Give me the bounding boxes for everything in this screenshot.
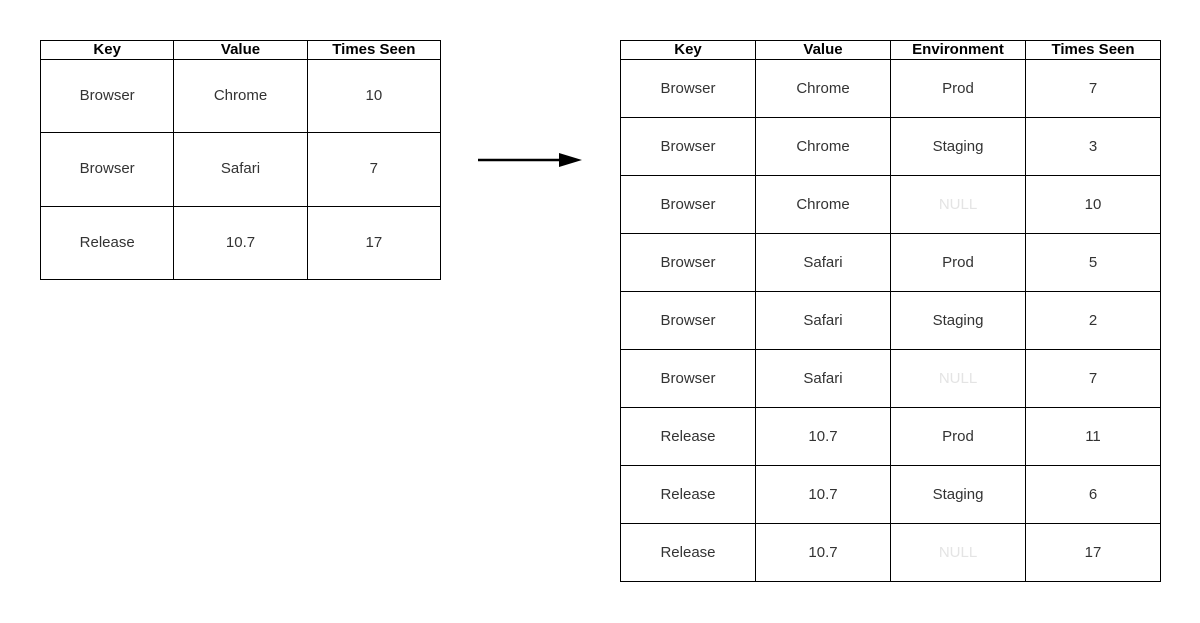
table-cell: Safari bbox=[755, 233, 891, 292]
null-cell: NULL bbox=[890, 523, 1026, 582]
table-cell: 7 bbox=[1025, 349, 1161, 408]
table-cell: Release bbox=[620, 523, 756, 582]
table-cell: Safari bbox=[755, 291, 891, 350]
table-cell: 10.7 bbox=[755, 523, 891, 582]
table-cell: Safari bbox=[173, 132, 308, 207]
table-cell: Chrome bbox=[755, 117, 891, 176]
column-header: Key bbox=[39, 40, 175, 60]
column-header: Times Seen bbox=[1025, 40, 1161, 60]
table-cell: Release bbox=[620, 407, 756, 466]
right-arrow-icon bbox=[478, 153, 582, 167]
table-cell: Browser bbox=[620, 233, 756, 292]
column-header: Value bbox=[755, 40, 891, 60]
null-cell: NULL bbox=[890, 349, 1026, 408]
table-cell: Browser bbox=[620, 291, 756, 350]
table-cell: 7 bbox=[1025, 59, 1161, 118]
table-cell: 6 bbox=[1025, 465, 1161, 524]
table-cell: 5 bbox=[1025, 233, 1161, 292]
table-cell: Release bbox=[620, 465, 756, 524]
table-cell: Staging bbox=[890, 291, 1026, 350]
table-cell: 17 bbox=[1025, 523, 1161, 582]
table-cell: Chrome bbox=[755, 59, 891, 118]
table-cell: 17 bbox=[306, 205, 442, 281]
table-cell: 10 bbox=[306, 58, 442, 134]
table-cell: Release bbox=[39, 205, 175, 281]
column-header: Key bbox=[620, 40, 756, 60]
table-cell: Prod bbox=[890, 407, 1026, 466]
table-cell: Chrome bbox=[755, 175, 891, 234]
column-header: Value bbox=[173, 40, 308, 60]
table-cell: 10.7 bbox=[173, 205, 308, 281]
table-cell: 7 bbox=[306, 132, 442, 207]
null-cell: NULL bbox=[890, 175, 1026, 234]
table-cell: Chrome bbox=[173, 58, 308, 134]
table-cell: 3 bbox=[1025, 117, 1161, 176]
table-cell: Browser bbox=[39, 132, 175, 207]
table-cell: Browser bbox=[620, 117, 756, 176]
table-cell: Browser bbox=[620, 175, 756, 234]
table-cell: Browser bbox=[620, 59, 756, 118]
table-cell: Staging bbox=[890, 117, 1026, 176]
table-cell: 10.7 bbox=[755, 465, 891, 524]
table-cell: Staging bbox=[890, 465, 1026, 524]
table-cell: 11 bbox=[1025, 407, 1161, 466]
table-cell: Prod bbox=[890, 59, 1026, 118]
table-cell: 2 bbox=[1025, 291, 1161, 350]
table-cell: 10 bbox=[1025, 175, 1161, 234]
table-cell: Prod bbox=[890, 233, 1026, 292]
table-cell: Browser bbox=[620, 349, 756, 408]
column-header: Times Seen bbox=[306, 40, 442, 60]
table-cell: Browser bbox=[39, 58, 175, 134]
column-header: Environment bbox=[890, 40, 1026, 60]
table-cell: Safari bbox=[755, 349, 891, 408]
table-cell: 10.7 bbox=[755, 407, 891, 466]
